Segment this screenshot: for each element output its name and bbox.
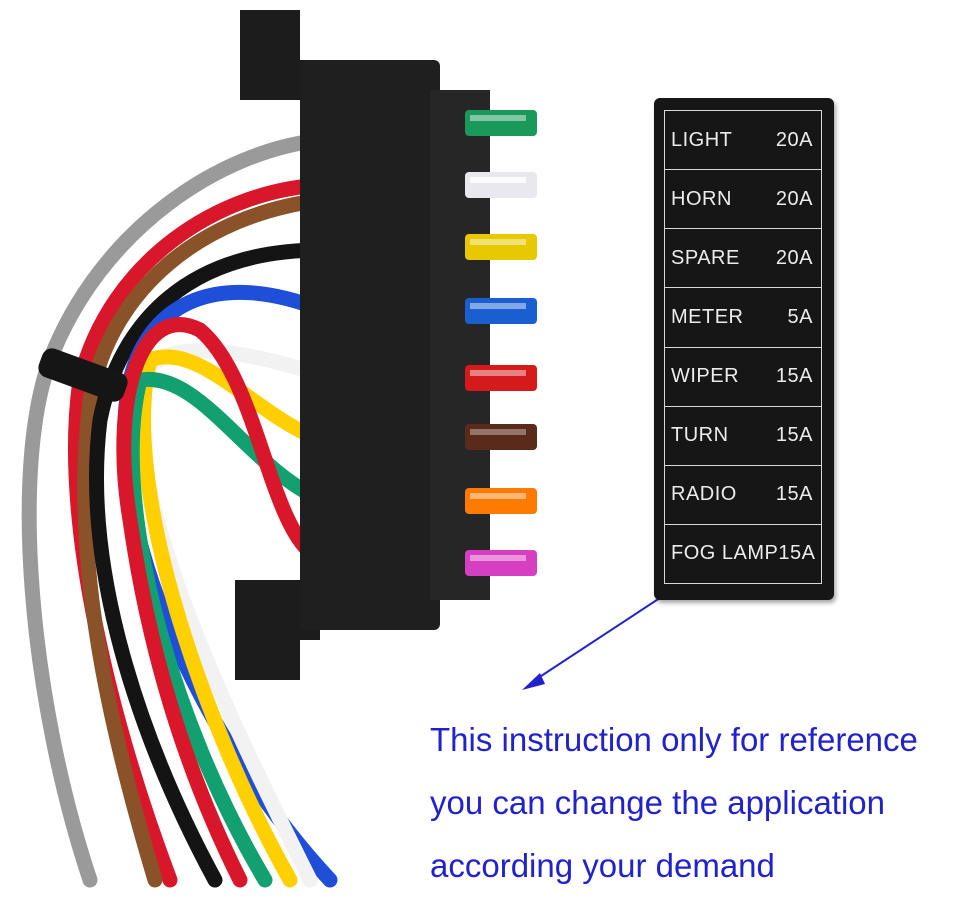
fuse-block	[235, 10, 490, 680]
fuse-label-card: LIGHT 20A HORN 20A SPARE 20A METER 5A WI…	[654, 98, 834, 600]
reference-caption: This instruction only for reference you …	[430, 708, 960, 897]
fuses	[465, 110, 537, 576]
fuse-circuit-name: WIPER	[671, 365, 740, 388]
label-row: LIGHT 20A	[665, 111, 821, 171]
label-row: SPARE 20A	[665, 229, 821, 289]
fuse-amp-rating: 5A	[787, 305, 813, 328]
red-wire-2	[116, 317, 330, 888]
fuse-red	[465, 365, 537, 391]
label-row: HORN 20A	[665, 170, 821, 230]
fuse-circuit-name: LIGHT	[671, 128, 733, 151]
fuse-circuit-name: FOG LAMP	[671, 542, 779, 565]
fuse-label-grid: LIGHT 20A HORN 20A SPARE 20A METER 5A WI…	[664, 110, 822, 584]
fuse-brown	[465, 424, 537, 450]
fuse-amp-rating: 15A	[775, 483, 813, 506]
fuse-green	[465, 110, 537, 136]
fuse-circuit-name: TURN	[671, 424, 729, 447]
label-row: TURN 15A	[665, 407, 821, 466]
black-wire	[89, 242, 330, 888]
green-wire	[124, 371, 330, 888]
fuse-amp-rating: 20A	[775, 128, 813, 151]
fuse-blue	[465, 298, 537, 324]
caption-line-1: This instruction only for reference	[430, 721, 918, 758]
fuse-orange	[465, 488, 537, 514]
block-main-body	[300, 60, 440, 630]
fuse-circuit-name: METER	[671, 305, 744, 328]
fuse-circuit-name: HORN	[671, 187, 732, 210]
fuse-amp-rating: 15A	[775, 424, 813, 447]
brown-wire	[77, 192, 330, 888]
fuse-circuit-name: SPARE	[671, 246, 740, 269]
label-row: FOG LAMP 15A	[665, 525, 821, 583]
label-row: METER 5A	[665, 288, 821, 348]
label-row: WIPER 15A	[665, 348, 821, 407]
fuse-amp-rating: 20A	[775, 187, 813, 210]
fuse-yellow	[465, 234, 537, 260]
caption-line-2: you can change the application	[430, 784, 886, 821]
fuse-amp-rating: 15A	[775, 365, 813, 388]
cable-tie	[38, 348, 128, 402]
block-fuse-rail	[430, 90, 490, 600]
fuse-amp-rating: 20A	[775, 246, 813, 269]
block-bracket-bottom	[235, 580, 320, 680]
pointer-arrow	[522, 589, 673, 690]
fuse-amp-rating: 15A	[778, 542, 816, 565]
label-row: RADIO 15A	[665, 466, 821, 525]
wire-harness	[21, 132, 338, 888]
fuse-circuit-name: RADIO	[671, 483, 737, 506]
fuse-clear	[465, 172, 537, 198]
caption-line-3: according your demand	[430, 847, 775, 884]
fuse-pink	[465, 550, 537, 576]
